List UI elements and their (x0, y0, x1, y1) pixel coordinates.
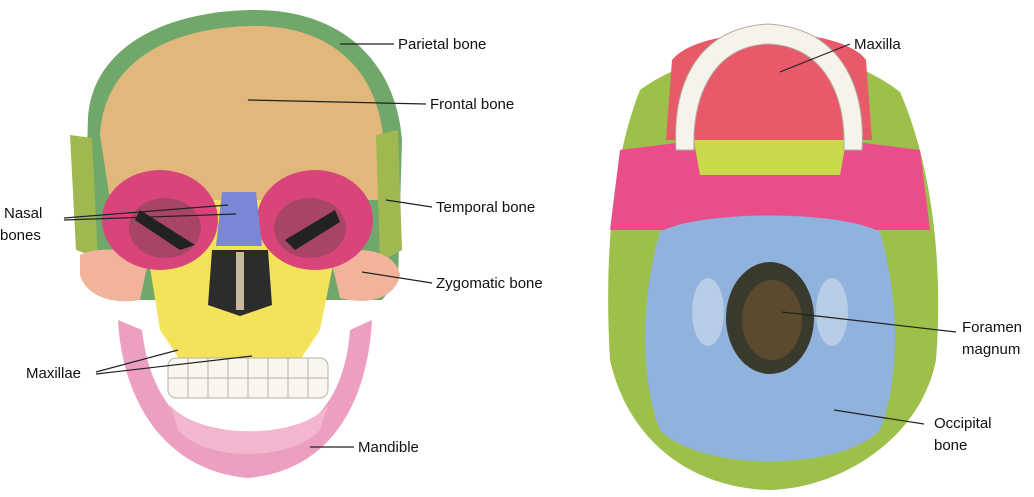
temporal-bone-left (70, 135, 98, 258)
temporal-bone-right (376, 130, 402, 262)
leader-occipital (833, 409, 925, 425)
label-frontal-bone: Frontal bone (430, 96, 514, 113)
label-occipital-line2: bone (934, 437, 967, 454)
label-foramen-line2: magnum (962, 341, 1020, 358)
leader-maxillae-1 (95, 349, 179, 373)
label-mandible: Mandible (358, 439, 419, 456)
upper-teeth (675, 23, 863, 151)
leader-maxillae-2 (95, 355, 253, 375)
frontal-bone (100, 25, 384, 200)
nasal-bones (216, 192, 262, 246)
leader-nasal-2 (63, 213, 237, 221)
label-maxilla: Maxilla (854, 36, 901, 53)
nasal-septum (236, 252, 244, 310)
label-nasal-line1: Nasal (4, 205, 42, 222)
label-nasal-line2: bones (0, 227, 41, 244)
sphenoid-region (610, 140, 930, 230)
label-zygomatic-bone: Zygomatic bone (436, 275, 543, 292)
left-occipital-condyle (692, 278, 724, 346)
left-orbit-fissure (285, 210, 340, 250)
label-occipital-line1: Occipital (934, 415, 992, 432)
foramen-magnum-inner (742, 280, 802, 360)
label-parietal-bone: Parietal bone (398, 36, 486, 53)
zygomatic-bone-right (330, 250, 400, 301)
label-temporal-bone: Temporal bone (436, 199, 535, 216)
label-maxillae: Maxillae (26, 365, 81, 382)
leader-maxilla (779, 43, 851, 73)
chin (170, 405, 328, 454)
teeth (167, 357, 329, 399)
leader-nasal-1 (63, 204, 229, 219)
right-occipital-condyle (816, 278, 848, 346)
leader-foramen (781, 311, 957, 333)
leader-temporal (385, 199, 433, 208)
right-orbit-fissure (135, 210, 195, 250)
skull-inferior-view: Maxilla Foramen magnum Occipital bone (608, 23, 1022, 490)
label-foramen-line1: Foramen (962, 319, 1022, 336)
leader-zygomatic (361, 271, 433, 284)
skull-front-view: Parietal bone Frontal bone Temporal bone… (0, 9, 543, 478)
leader-frontal (247, 99, 427, 105)
